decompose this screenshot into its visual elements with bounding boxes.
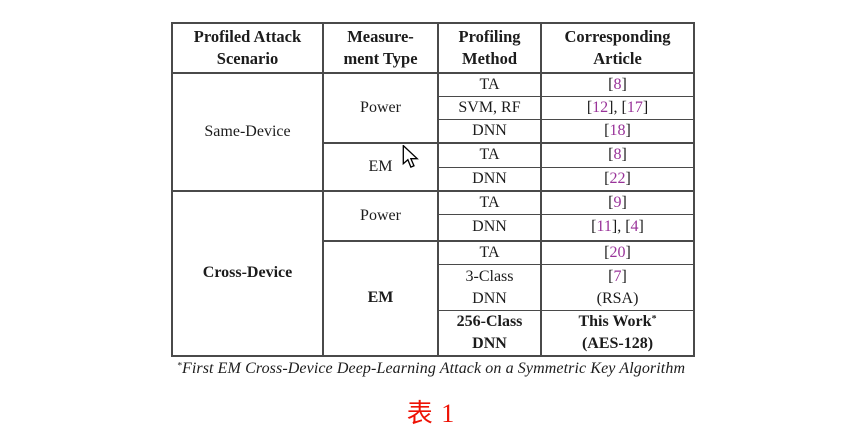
cell-article-this-work: This Work* (AES-128) (540, 310, 695, 357)
cell-method: DNN (437, 166, 542, 191)
table-caption: 表 1 (406, 399, 456, 428)
citation-link[interactable]: [8] (540, 72, 695, 97)
cell-method: TA (437, 189, 542, 215)
cell-measurement-power-same: Power (322, 72, 439, 144)
citation-link[interactable]: [11], [4] (540, 214, 695, 241)
header-row: Profiled Attack Scenario Measure- ment T… (171, 22, 695, 74)
citation-link[interactable]: [12], [17] (540, 96, 695, 120)
cell-scenario-same-device: Same-Device (171, 72, 324, 191)
citation-link[interactable]: [20] (540, 239, 695, 265)
cell-method: TA (437, 72, 542, 97)
cell-method-this-work: 256-Class DNN (437, 310, 542, 357)
cell-method: SVM, RF (437, 96, 542, 120)
col-header-measurement: Measure- ment Type (322, 22, 439, 74)
col-header-method: Profiling Method (437, 22, 542, 74)
cell-method: TA (437, 142, 542, 168)
cell-method: TA (437, 239, 542, 265)
table-row: Same-Device Power TA [8] (171, 72, 695, 191)
citation-link[interactable]: [22] (540, 166, 695, 191)
cell-method: 3-Class DNN (437, 264, 542, 311)
table-footnote: *First EM Cross-Device Deep-Learning Att… (176, 360, 686, 377)
table-row: SVM, RF [12], [17] (172, 96, 695, 120)
attack-scenario-table: Profiled Attack Scenario Measure- ment T… (171, 22, 695, 357)
col-header-article: Corresponding Article (540, 22, 695, 74)
citation-link[interactable]: [7] (RSA) (540, 264, 695, 311)
cell-method: DNN (437, 119, 542, 144)
cell-measurement-em-cross: EM (322, 239, 439, 357)
table-row: EM TA [20] (172, 239, 695, 357)
table-row: 3-Class DNN [7] (RSA) (172, 264, 695, 311)
table-row: DNN [22] (172, 166, 695, 191)
cell-scenario-cross-device: Cross-Device (171, 189, 324, 357)
cell-measurement-power-cross: Power (322, 189, 439, 241)
mouse-cursor-icon (402, 145, 419, 168)
citation-link[interactable]: [8] (540, 142, 695, 168)
citation-link[interactable]: [9] (540, 189, 695, 215)
table-row: 256-Class DNN This Work* (AES-128) (172, 310, 695, 357)
col-header-scenario: Profiled Attack Scenario (171, 22, 324, 74)
cell-method: DNN (437, 214, 542, 241)
table-row: Cross-Device Power TA [9] (171, 189, 695, 357)
citation-link[interactable]: [18] (540, 119, 695, 144)
